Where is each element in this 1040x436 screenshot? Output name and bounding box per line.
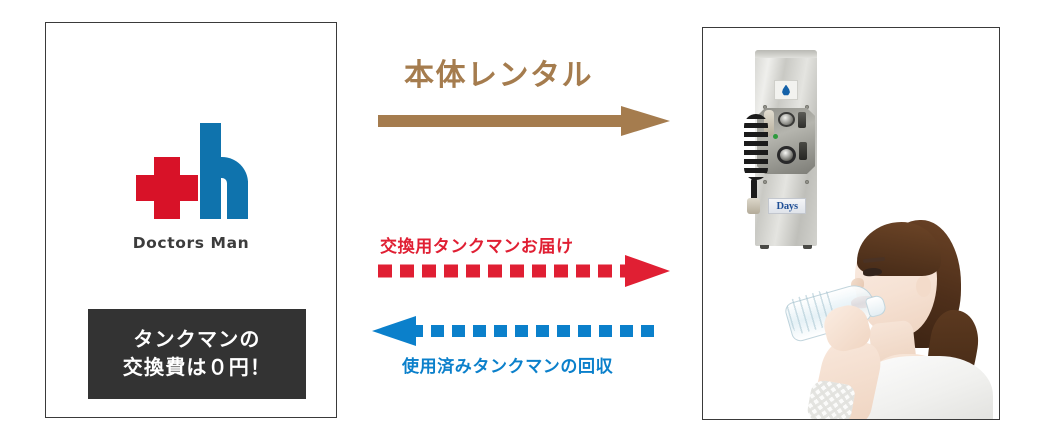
dispenser-foot	[803, 245, 812, 249]
dispenser-foot	[760, 245, 769, 249]
delivery-arrow-right	[376, 254, 670, 288]
product-photo-panel: Days	[702, 27, 1000, 420]
dispenser-power-led	[773, 134, 778, 139]
price-banner: タンクマンの 交換費は０円！	[88, 309, 306, 399]
brand-card: Doctors Man タンクマンの 交換費は０円！	[45, 22, 337, 418]
brand-logo: Doctors Man	[46, 119, 336, 252]
dispenser-hose-nozzle	[747, 198, 760, 214]
woman-hair-front	[857, 222, 941, 276]
delivery-arrow-label: 交換用タンクマンお届け	[380, 237, 574, 257]
dispenser-top-bevel	[755, 50, 817, 58]
red-cross-icon-bar	[136, 175, 198, 201]
woman-lace-sleeve	[805, 378, 857, 419]
dispenser-valve-lower[interactable]	[799, 142, 807, 160]
flow-diagram: 本体レンタル 交換用タンクマンお届け 使用済みタンクマンの回収	[360, 22, 680, 418]
return-arrow-icon	[372, 316, 662, 346]
water-dispenser-machine: Days	[744, 50, 817, 249]
brand-wordmark: Doctors Man	[132, 234, 250, 252]
dispenser-hose-tail	[751, 178, 757, 202]
water-droplet-icon	[782, 84, 790, 96]
dispenser-brand-text: Days	[776, 200, 798, 212]
woman-drinking-water	[783, 214, 999, 419]
price-banner-line-1: タンクマンの	[133, 328, 261, 351]
dispenser-knob-lower[interactable]	[777, 146, 796, 164]
dispenser-brand-plate: Days	[768, 198, 806, 214]
dispenser-screw	[805, 180, 809, 184]
rental-arrow-label: 本体レンタル	[404, 58, 593, 93]
dispenser-valve-upper[interactable]	[798, 112, 806, 128]
blue-h-icon-leg	[227, 181, 248, 219]
doctors-man-logo-mark	[132, 119, 250, 223]
price-banner-line-2: 交換費は０円！	[122, 356, 272, 379]
woman-ear	[916, 276, 931, 297]
dispenser-coiled-hose	[744, 114, 768, 180]
return-arrow-label: 使用済みタンクマンの回収	[402, 357, 614, 377]
dispenser-badge-plate	[774, 80, 798, 100]
dispenser-screw	[763, 180, 767, 184]
dispenser-knob-upper[interactable]	[778, 112, 795, 127]
delivery-arrow-icon	[378, 255, 670, 287]
dispenser-nozzle-clip	[764, 110, 774, 136]
rental-arrow-icon	[378, 106, 670, 136]
return-arrow-left	[370, 314, 664, 348]
rental-arrow-right	[378, 104, 670, 138]
